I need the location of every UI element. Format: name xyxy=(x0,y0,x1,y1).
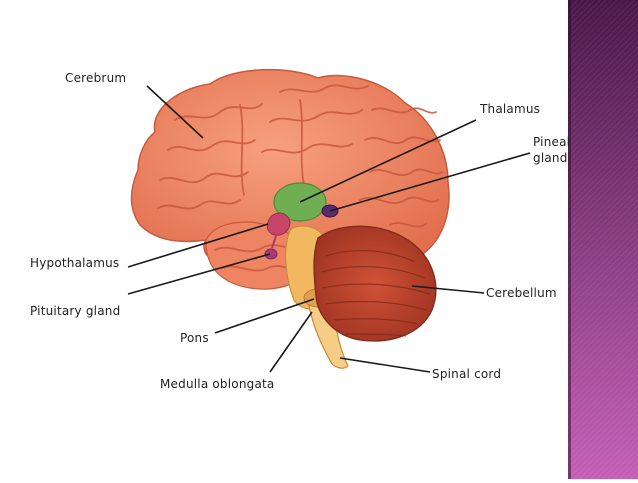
leader-line-pons xyxy=(214,298,315,334)
pituitary-gland-shape xyxy=(264,248,278,260)
cerebrum-shape xyxy=(130,68,450,290)
leader-line-cerebellum xyxy=(411,285,485,294)
decorative-sidebar xyxy=(568,0,638,479)
leader-line-medulla xyxy=(269,311,313,373)
label-hypothalamus: Hypothalamus xyxy=(30,256,120,270)
label-spinal-cord: Spinal cord xyxy=(432,367,502,381)
pituitary-stalk xyxy=(271,235,277,249)
label-cerebrum: Cerebrum xyxy=(65,71,127,85)
leader-line-cerebrum xyxy=(146,85,204,139)
leader-lines xyxy=(127,85,531,373)
leader-line-hypothalamus xyxy=(127,223,269,268)
label-pons: Pons xyxy=(180,331,209,345)
leader-line-spinal-cord xyxy=(339,357,431,373)
leader-line-thalamus xyxy=(299,119,477,203)
label-pituitary-gland: Pituitary gland xyxy=(30,304,121,318)
label-thalamus: Thalamus xyxy=(480,102,541,116)
label-cerebellum: Cerebellum xyxy=(486,286,557,300)
hypothalamus-shape xyxy=(266,212,291,236)
leader-line-pituitary xyxy=(127,253,271,295)
cerebellum-shape xyxy=(313,225,437,342)
leader-line-pineal xyxy=(329,152,531,212)
label-pineal-gland: Pineal gland xyxy=(533,135,571,165)
label-medulla-oblongata: Medulla oblongata xyxy=(160,377,275,391)
